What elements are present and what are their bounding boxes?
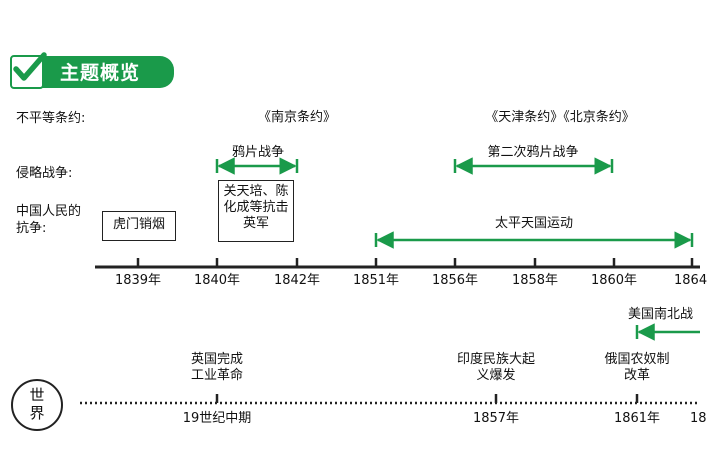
arrow-second-opium-war bbox=[453, 157, 614, 175]
arrow-taiping bbox=[374, 231, 694, 249]
treaty-nanjing: 《南京条约》 bbox=[257, 110, 337, 125]
world-date-label: 1857年 bbox=[472, 411, 520, 426]
world-date-label: 19世纪中期 bbox=[182, 411, 252, 426]
tick-label: 1840年 bbox=[193, 273, 241, 288]
tick-label: 1851年 bbox=[352, 273, 400, 288]
world-axis-ticks bbox=[215, 394, 639, 403]
us-civil-war-label: 美国南北战 bbox=[628, 307, 694, 322]
tick-label: 1839年 bbox=[114, 273, 162, 288]
tick-label: 1858年 bbox=[511, 273, 559, 288]
world-date-label: 18 bbox=[690, 411, 707, 426]
main-axis-ticks bbox=[136, 258, 694, 267]
treaty-tianjin-beijing: 《天津条约》《北京条约》 bbox=[485, 110, 635, 125]
world-label-char: 界 bbox=[29, 404, 45, 422]
event-guan-tianpei: 关天培、陈化成等抗击英军 bbox=[223, 184, 289, 231]
world-date-label: 1861年 bbox=[613, 411, 661, 426]
section-header: 主题概览 bbox=[8, 52, 174, 91]
event-humen: 虎门销烟 bbox=[112, 217, 165, 232]
world-badge: 世 界 bbox=[11, 379, 63, 431]
tick-label: 1856年 bbox=[431, 273, 479, 288]
war-second-opium: 第二次鸦片战争 bbox=[487, 145, 579, 160]
event-box-guan-tianpei: 关天培、陈化成等抗击英军 bbox=[218, 180, 294, 242]
arrow-opium-war bbox=[215, 157, 299, 175]
tick-label: 1864 bbox=[674, 273, 707, 288]
header-title: 主题概览 bbox=[60, 62, 141, 84]
event-box-humen: 虎门销烟 bbox=[102, 211, 176, 241]
header-bar bbox=[32, 56, 174, 88]
row-label-treaties: 不平等条约: bbox=[16, 111, 86, 126]
world-label-char: 世 bbox=[29, 386, 45, 404]
arrow-us-civil-war bbox=[635, 323, 700, 341]
war-opium: 鸦片战争 bbox=[231, 145, 285, 160]
world-event-indian-uprising: 印度民族大起义爆发 bbox=[456, 352, 535, 383]
tick-label: 1860年 bbox=[590, 273, 638, 288]
check-icon bbox=[10, 52, 47, 89]
world-event-british-industrial: 英国完成 工业革命 bbox=[190, 352, 244, 383]
row-label-wars: 侵略战争: bbox=[16, 166, 73, 181]
event-taiping: 太平天国运动 bbox=[494, 216, 574, 231]
world-event-russian-reform: 俄国农奴制改革 bbox=[604, 352, 670, 383]
tick-label: 1842年 bbox=[273, 273, 321, 288]
row-label-struggle: 中国人民的抗争: bbox=[16, 204, 82, 236]
